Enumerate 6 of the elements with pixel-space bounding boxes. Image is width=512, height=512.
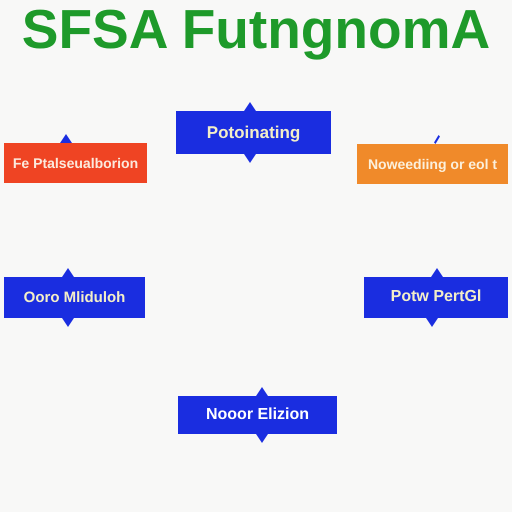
process-box: Fe Ptalseualborion [4, 143, 147, 183]
process-box: Ooro Mliduloh [4, 277, 145, 318]
process-box: Potw PertGl [364, 277, 508, 318]
process-box: Potoinating [176, 111, 331, 154]
process-box: Noweediing or eol t [357, 144, 508, 184]
process-box: Nooor Elizion [178, 396, 337, 434]
